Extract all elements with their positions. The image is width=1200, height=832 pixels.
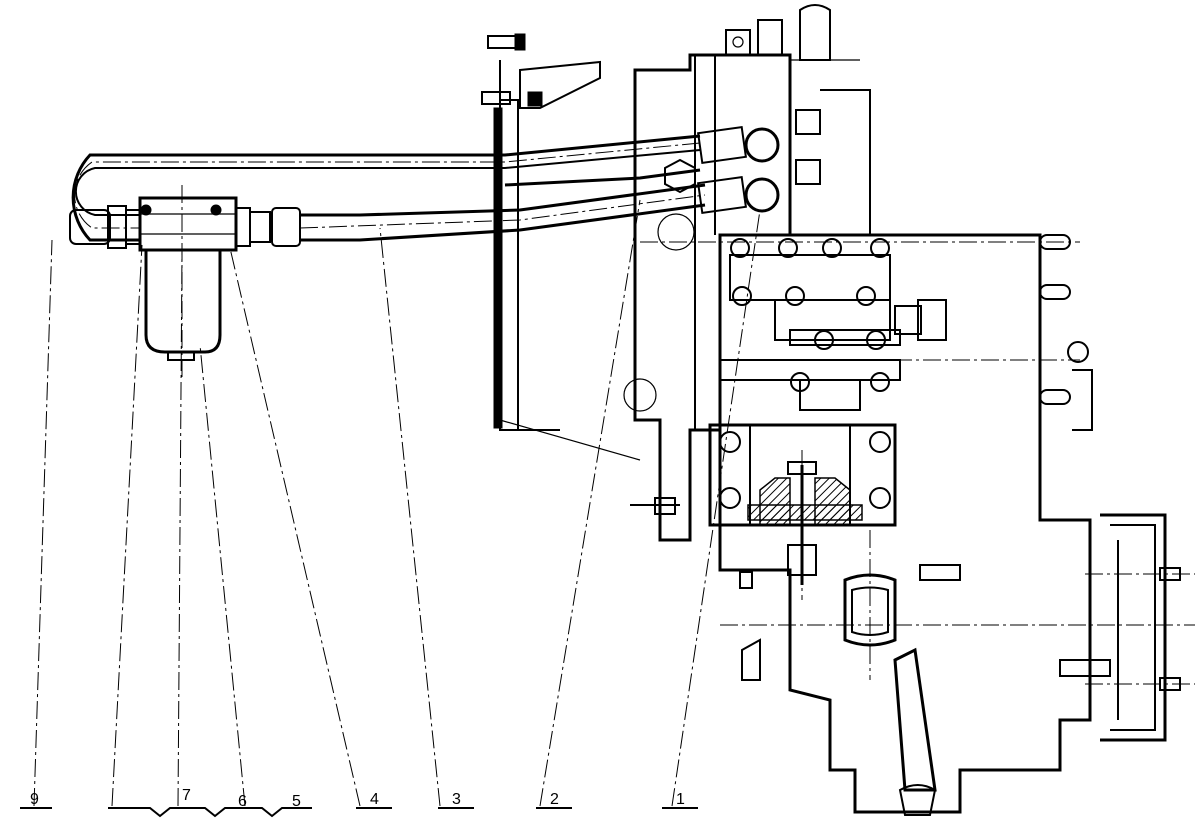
shift-lever	[843, 530, 961, 816]
leader-lines	[20, 199, 761, 818]
callout-1: 1	[676, 791, 685, 808]
side-details	[630, 497, 761, 681]
callout-9: 9	[30, 791, 39, 808]
gear-housing	[640, 233, 1195, 814]
pump-body	[623, 4, 871, 542]
callout-3: 3	[452, 791, 461, 808]
callout-7: 7	[182, 787, 191, 804]
hose-assembly	[71, 134, 706, 242]
pipe-fittings	[69, 125, 748, 249]
callout-2: 2	[550, 791, 559, 808]
filter-assembly	[138, 185, 238, 380]
callout-4: 4	[370, 791, 379, 808]
callout-5: 5	[292, 793, 301, 810]
mounting-bracket	[481, 33, 641, 461]
pulley-assembly	[1059, 513, 1195, 742]
callout-6: 6	[238, 793, 247, 810]
lower-mount	[708, 423, 897, 600]
callout-labels: 9 7 6 5 4 3 2 1	[30, 787, 685, 810]
